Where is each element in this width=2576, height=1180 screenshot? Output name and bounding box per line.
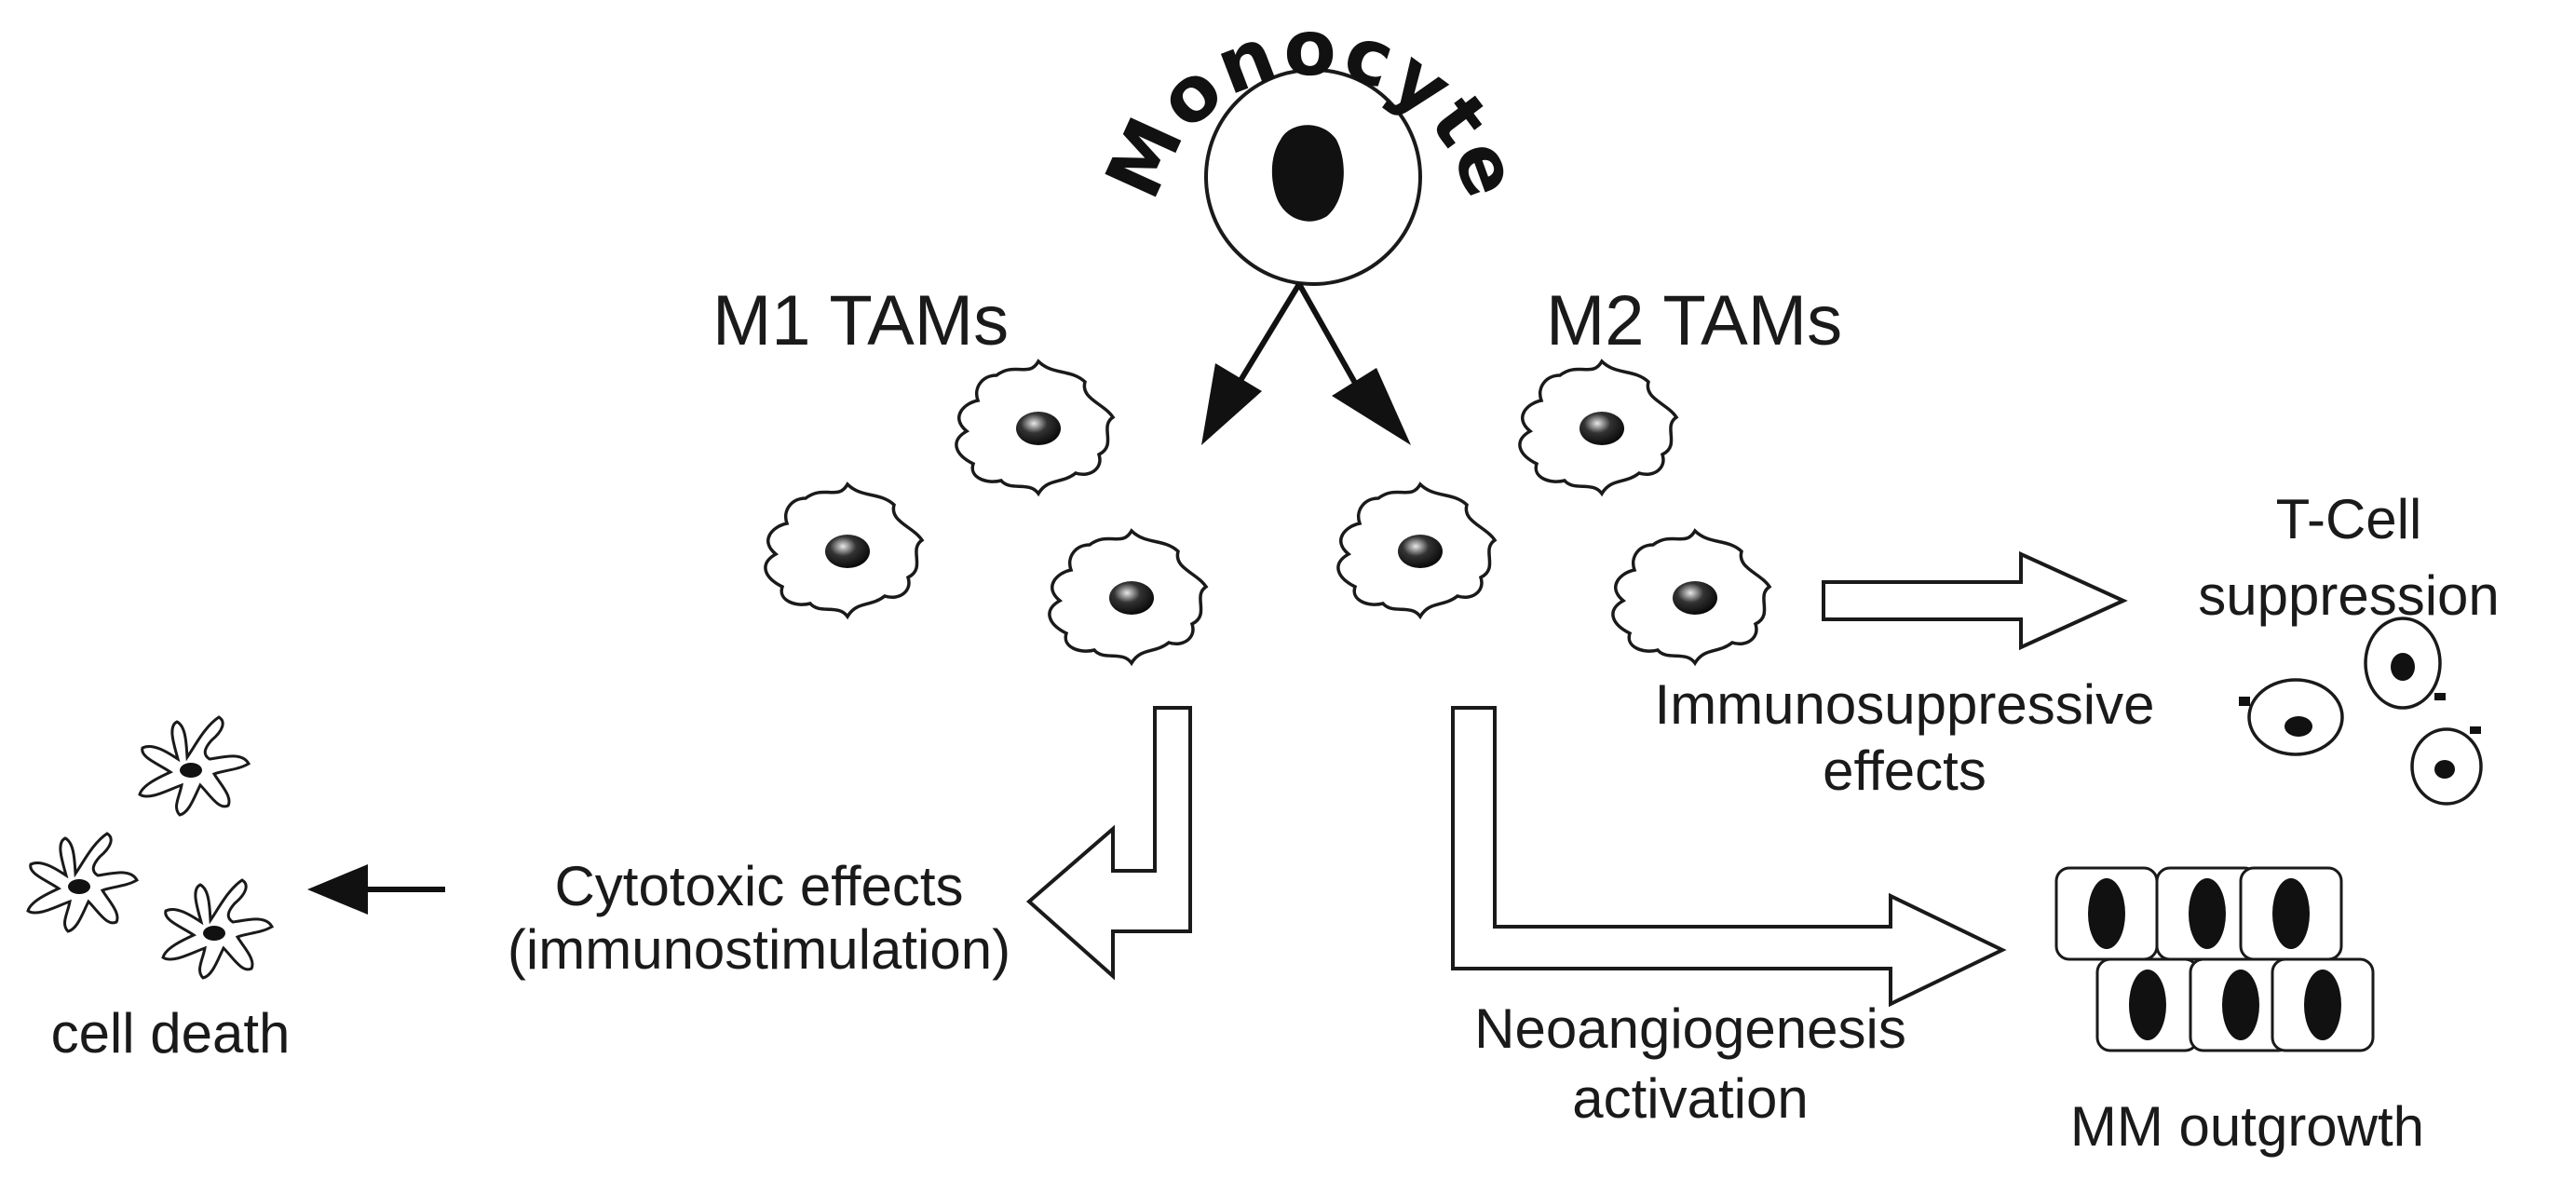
mm-cell-2-nucleus (2189, 878, 2226, 949)
neo-label-line1: Neoangiogenesis (1474, 997, 1906, 1060)
cytotoxic-label-line2: (immunostimulation) (508, 918, 1010, 981)
m2-tams-title: M2 TAMs (1546, 281, 1842, 360)
t-cell-3 (2410, 726, 2483, 806)
monocyte: Monocyte (1089, 5, 1534, 286)
mm-cell-5-nucleus (2222, 970, 2259, 1040)
immuno-label-line2: effects (1823, 739, 1986, 802)
m2-macrophage-1 (1518, 359, 1678, 495)
m1-tams-title: M1 TAMs (712, 281, 1009, 360)
m2-macrophage-2 (1336, 482, 1497, 618)
mm-cell-4-nucleus (2129, 970, 2166, 1040)
m2-tcell-arrow (1822, 550, 2128, 651)
mm-cell-row-1 (2054, 866, 2343, 961)
t-cell-2-receptor (2239, 697, 2250, 706)
t-cells (2239, 617, 2483, 806)
t-cell-1-receptor (2434, 693, 2446, 700)
cytotoxic-label-line1: Cytotoxic effects (554, 855, 963, 917)
cell-death-arrow-head (307, 864, 368, 915)
arrow-to-m1-head (1201, 363, 1262, 445)
mm-cells (2054, 866, 2375, 1052)
dying-cell-3 (161, 878, 274, 980)
dying-cell-2 (26, 832, 139, 933)
mm-cell-3-nucleus (2272, 878, 2310, 949)
m1-macrophages (764, 359, 1208, 665)
mm-cell-1-nucleus (2088, 878, 2125, 949)
arrow-to-m2-head (1332, 368, 1411, 445)
t-cell-2-nucleus (2285, 716, 2312, 737)
m1-macrophage-3 (1048, 529, 1208, 665)
dying-cell-1 (138, 715, 251, 817)
dying-cells (26, 715, 274, 980)
m1-macrophage-1 (955, 359, 1115, 495)
t-cell-3-receptor (2470, 726, 2481, 734)
cell-death-label: cell death (51, 1002, 291, 1065)
m1-cytotoxic-arrow (1025, 706, 1192, 981)
t-cell-1 (2364, 617, 2446, 710)
m2-neoangiogenesis-arrow (1451, 706, 2007, 1008)
neo-label-line2: activation (1572, 1067, 1808, 1130)
cell-death-arrow (307, 864, 445, 915)
m2-macrophage-3 (1611, 529, 1771, 665)
mm-cell-6-nucleus (2304, 970, 2341, 1040)
mm-outgrowth-label: MM outgrowth (2070, 1095, 2424, 1158)
mm-cell-row-2 (2095, 957, 2375, 1052)
m1-macrophage-2 (764, 482, 924, 618)
tcell-label-line2: suppression (2198, 564, 2500, 627)
tcell-label-line1: T-Cell (2276, 488, 2422, 550)
monocyte-nucleus (1271, 125, 1344, 222)
t-cell-1-nucleus (2391, 653, 2415, 681)
arrow-to-m1-shaft (1231, 282, 1302, 393)
m2-macrophages (1336, 359, 1771, 665)
t-cell-3-nucleus (2434, 760, 2455, 779)
t-cell-2 (2239, 678, 2344, 756)
differentiation-arrows (1201, 282, 1411, 445)
immuno-label-line1: Immunosuppressive (1655, 673, 2155, 736)
arrow-to-m2-shaft (1296, 282, 1363, 393)
